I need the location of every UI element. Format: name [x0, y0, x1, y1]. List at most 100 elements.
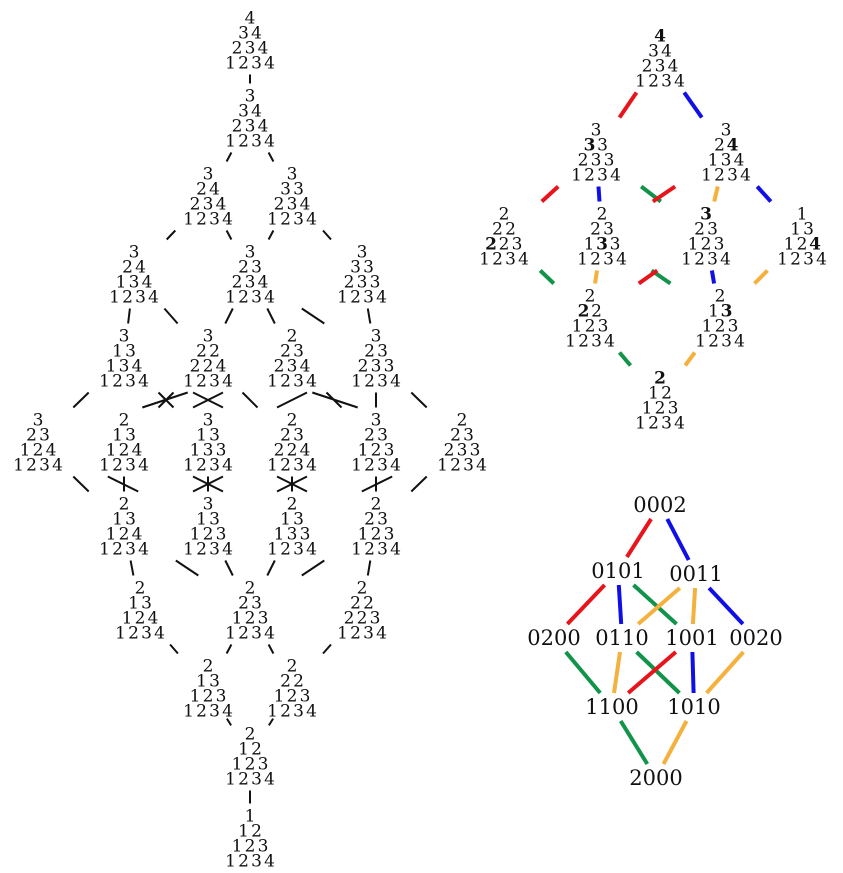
tableau-entry: 3	[357, 273, 368, 293]
tableau-entry: 3	[203, 495, 214, 515]
lattice-edge	[72, 475, 90, 493]
tableau-entry: 1	[183, 210, 194, 230]
highlighted-entry: 4	[727, 136, 739, 156]
tableau-entry: 4	[264, 624, 275, 644]
tableau-entry: 4	[306, 456, 317, 476]
composition-node-label: 0002	[633, 493, 686, 517]
tableau-entry: 2	[232, 273, 243, 293]
tableau-entry: 2	[196, 702, 207, 722]
tableau-entry: 3	[363, 258, 374, 278]
tableau-entry: 2	[238, 54, 249, 74]
tableau-entry: 2	[790, 250, 801, 270]
lattice-edge	[322, 643, 332, 655]
tableau-entry: 4	[674, 414, 685, 434]
lattice-edge	[141, 391, 189, 409]
orange-edge	[683, 351, 697, 367]
tableau-entry: 2	[363, 594, 374, 614]
tableau-entry: 2	[251, 740, 262, 760]
tableau-entry: 3	[721, 332, 732, 352]
tableau-entry: 4	[138, 456, 149, 476]
tableau-entry: 3	[209, 672, 220, 692]
lattice-edge	[192, 391, 224, 409]
tableau-entry: 1	[351, 456, 362, 476]
tableau-entry: 2	[33, 441, 44, 461]
tableau-entry: 2	[715, 317, 726, 337]
tableau-entry: 3	[714, 235, 725, 255]
tableau-entry: 3	[463, 456, 474, 476]
tableau-entry: 1	[196, 426, 207, 446]
tableau-entry: 1	[190, 687, 201, 707]
tableau-entry: 2	[196, 342, 207, 362]
tableau-entry: 3	[33, 411, 44, 431]
tableau-entry: 3	[604, 151, 615, 171]
tableau-entry: 2	[232, 117, 243, 137]
tableau-entry: 2	[591, 302, 602, 322]
lattice-edge	[361, 475, 393, 493]
tableau-entry: 1	[232, 837, 243, 857]
tableau-entry: 3	[135, 288, 146, 308]
lattice-edge	[276, 475, 308, 493]
tableau-entry: 2	[371, 441, 382, 461]
tableau-entry: 3	[238, 102, 249, 122]
tableau-entry: 3	[251, 288, 262, 308]
lattice-edge	[410, 475, 428, 493]
tableau-entry: 1	[584, 235, 595, 255]
right-top-lattice-edges	[538, 91, 773, 367]
tableau-entry: 3	[603, 250, 614, 270]
tableau-entry: 1	[681, 250, 692, 270]
tableau-entry: 1	[708, 302, 719, 322]
tableau-entry: 3	[591, 121, 602, 141]
tableau-entry: 3	[457, 441, 468, 461]
tableau-entry: 2	[648, 414, 659, 434]
tableau-entry: 2	[364, 540, 375, 560]
tableau-entry: 2	[357, 579, 368, 599]
tableau-entry: 2	[364, 510, 375, 530]
tableau-entry: 1	[225, 770, 236, 790]
tableau-entry: 3	[384, 441, 395, 461]
tableau-entry: 1	[777, 250, 788, 270]
tableau-entry: 4	[616, 250, 627, 270]
tableau-entry: 3	[287, 357, 298, 377]
tableau-entry: 2	[450, 456, 461, 476]
tableau-entry: 3	[238, 24, 249, 44]
tableau-entry: 4	[300, 195, 311, 215]
tableau-entry: 3	[245, 39, 256, 59]
tableau-entry: 3	[610, 235, 621, 255]
tableau-entry: 3	[287, 195, 298, 215]
tableau-entry: 2	[280, 456, 291, 476]
green-edge	[538, 269, 556, 285]
lattice-edge	[225, 230, 233, 240]
highlighted-entry: 3	[721, 302, 733, 322]
blue-edge	[682, 91, 704, 119]
tableau-entry: 1	[238, 740, 249, 760]
tableau-entry: 3	[251, 594, 262, 614]
tableau-entry: 3	[245, 117, 256, 137]
tableau-entry: 2	[190, 195, 201, 215]
tableau-entry: 4	[132, 357, 143, 377]
lattice-edge	[366, 560, 372, 576]
tableau-entry: 1	[337, 288, 348, 308]
tableau-entry: 3	[384, 525, 395, 545]
tableau-entry: 4	[52, 456, 63, 476]
tableau-entry: 3	[377, 510, 388, 530]
tableau-entry: 1	[688, 235, 699, 255]
tableau-entry: 2	[112, 540, 123, 560]
tableau-entry: 3	[721, 151, 732, 171]
tableau-entry: 4	[222, 702, 233, 722]
red-edge	[540, 185, 560, 203]
lattice-edge	[163, 307, 179, 325]
blue-edge	[690, 651, 696, 694]
tableau-entry: 1	[183, 702, 194, 722]
tableau-entry: 1	[106, 441, 117, 461]
tableau-entry: 2	[371, 525, 382, 545]
red-edge	[617, 91, 639, 119]
blue-edge	[755, 185, 773, 203]
left-lattice-edges	[72, 74, 428, 804]
tableau-entry: 4	[222, 540, 233, 560]
tableau-entry: 3	[209, 540, 220, 560]
